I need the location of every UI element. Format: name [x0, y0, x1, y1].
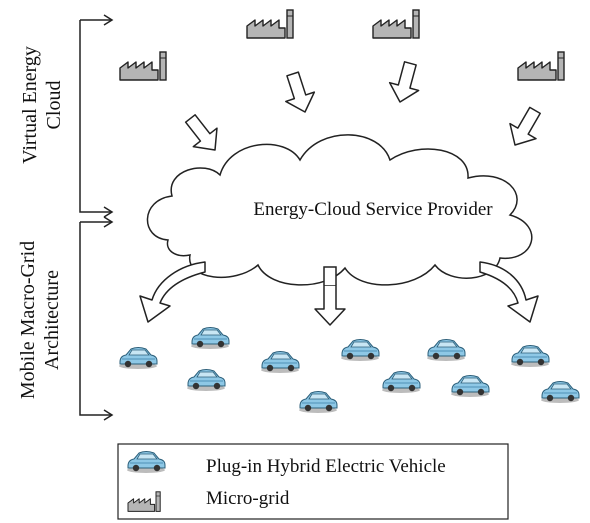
- arrow-factory-4-to-cloud: [501, 102, 549, 154]
- virtual-energy-cloud-label-line1: Virtual Energy: [19, 46, 41, 164]
- cloud-provider-label: Energy-Cloud Service Provider: [253, 199, 493, 220]
- vehicle-icon-8: [426, 339, 466, 362]
- energy-cloud: Energy-Cloud Service Provider: [146, 134, 533, 286]
- micro-grid-icon-2: [246, 9, 294, 39]
- legend-label-phev: Plug-in Hybrid Electric Vehicle: [206, 456, 446, 477]
- arrow-factory-3-to-cloud: [384, 58, 426, 107]
- mobile-macro-grid-label-line2: Architecture: [41, 270, 63, 370]
- arrow-factory-1-to-cloud: [177, 108, 228, 160]
- vehicle-icon-10: [510, 345, 550, 368]
- vehicle-icon-3: [186, 369, 226, 392]
- left-bracket: [79, 14, 114, 421]
- vehicle-icon-4: [260, 351, 300, 374]
- vehicle-icon-5: [298, 391, 338, 414]
- vehicle-icon-1: [118, 347, 158, 370]
- virtual-energy-cloud-label-line2: Cloud: [43, 81, 65, 130]
- virtual-energy-cloud-label: Virtual Energy Cloud: [19, 46, 65, 164]
- vehicle-icon-7: [381, 371, 421, 394]
- vehicle-icon-9: [450, 375, 490, 398]
- micro-grid-icon-1: [119, 51, 167, 81]
- micro-grid-icon-3: [372, 9, 420, 39]
- mobile-macro-grid-label: Mobile Macro-Grid Architecture: [17, 241, 63, 399]
- mobile-macro-grid-label-line1: Mobile Macro-Grid: [17, 241, 39, 399]
- arrow-factory-2-to-cloud: [277, 68, 321, 118]
- arrow-cloud-to-left-vehicles: [139, 261, 206, 323]
- legend: Plug-in Hybrid Electric Vehicle Micro-gr…: [117, 443, 509, 520]
- vehicle-icon-6: [340, 339, 380, 362]
- arrow-cloud-to-right-vehicles: [479, 261, 539, 323]
- vehicle-icon-11: [540, 381, 580, 404]
- vehicle-icon-2: [190, 327, 230, 350]
- legend-label-microgrid: Micro-grid: [206, 488, 290, 509]
- micro-grid-icon-4: [517, 51, 565, 81]
- arrow-cloud-to-center-vehicles: [314, 266, 346, 326]
